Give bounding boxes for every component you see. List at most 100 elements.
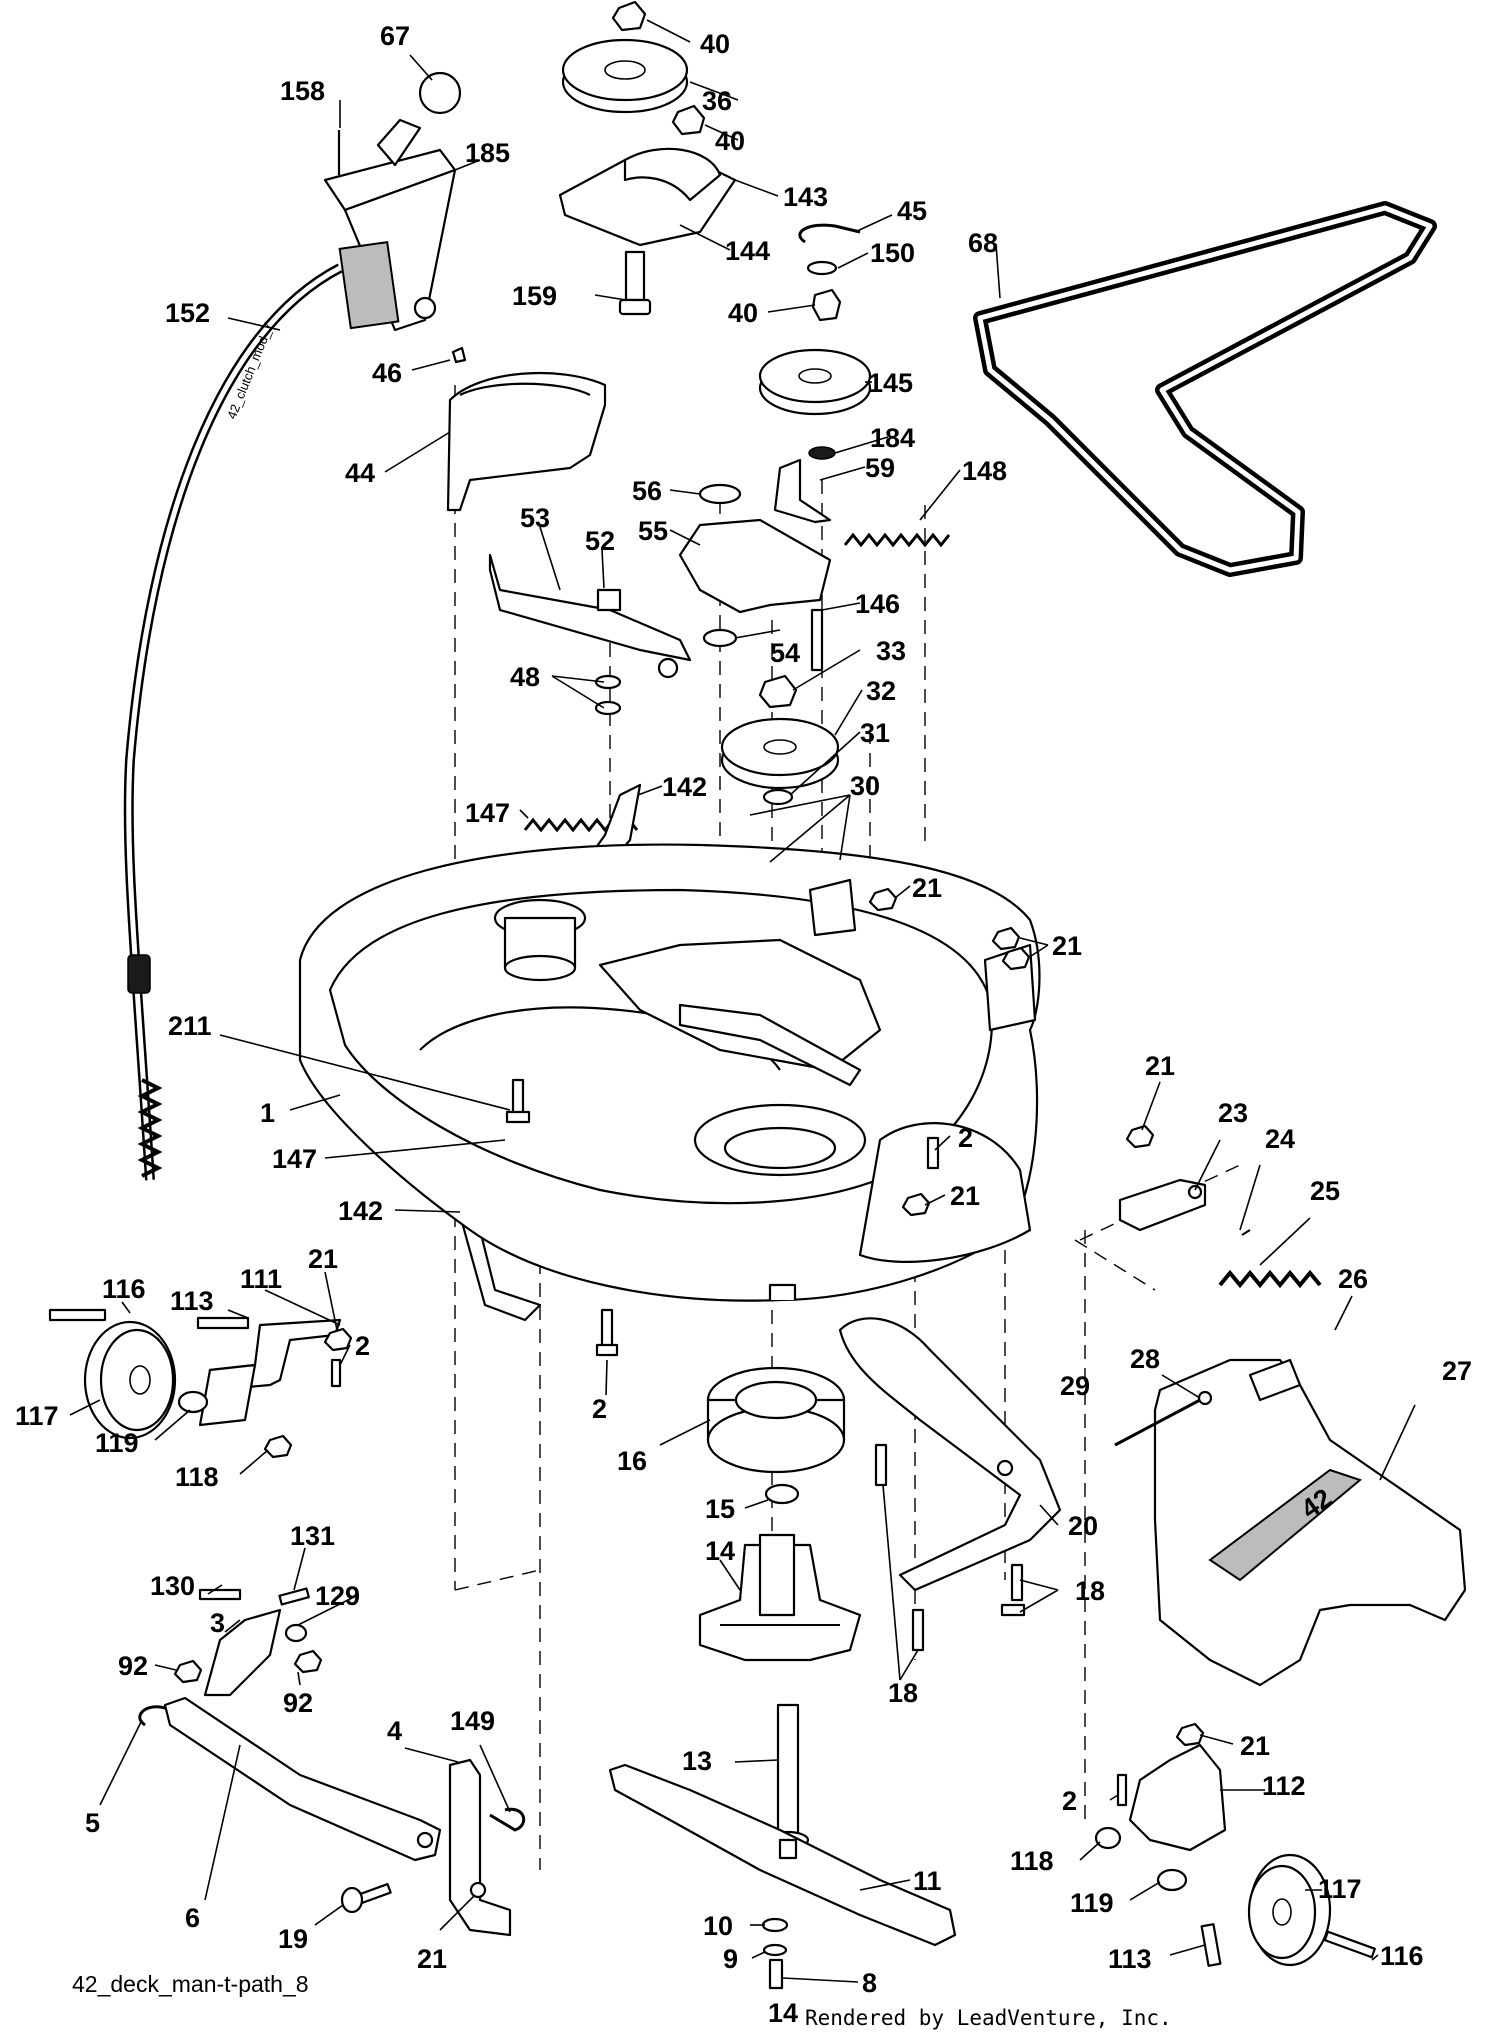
callout-28: 28 xyxy=(1130,1344,1160,1374)
callout-21-g: 21 xyxy=(1240,1731,1270,1761)
callout-labels: 67 158 185 152 40 36 40 143 144 159 45 1… xyxy=(15,21,1472,2028)
callout-113-right: 113 xyxy=(1108,1944,1152,1974)
chute-bracket xyxy=(1118,1178,1322,1289)
callout-53: 53 xyxy=(520,503,550,533)
callout-4: 4 xyxy=(387,1716,402,1746)
callout-143: 143 xyxy=(783,182,828,212)
callout-19: 19 xyxy=(278,1924,308,1954)
callout-36: 36 xyxy=(702,86,732,116)
callout-2-b: 2 xyxy=(355,1331,370,1361)
callout-184: 184 xyxy=(870,423,915,453)
callout-118-right: 118 xyxy=(1010,1846,1054,1876)
callout-5: 5 xyxy=(85,1808,100,1838)
callout-119-right: 119 xyxy=(1070,1888,1114,1918)
callout-10: 10 xyxy=(703,1911,733,1941)
callout-116-left: 116 xyxy=(102,1274,146,1304)
callout-31: 31 xyxy=(860,718,890,748)
callout-144: 144 xyxy=(725,236,770,266)
callout-113-left: 113 xyxy=(170,1286,214,1316)
belt-cover xyxy=(446,346,607,512)
callout-3: 3 xyxy=(210,1608,225,1638)
callout-11: 11 xyxy=(913,1866,942,1896)
callout-6: 6 xyxy=(185,1903,200,1933)
callout-30: 30 xyxy=(850,771,880,801)
callout-149: 149 xyxy=(450,1706,495,1736)
render-credit: Rendered by LeadVenture, Inc. xyxy=(805,2006,1172,2030)
callout-46: 46 xyxy=(372,358,402,388)
baffle-bolts xyxy=(874,1443,1026,1652)
callout-44: 44 xyxy=(345,458,375,488)
callout-40-mid: 40 xyxy=(715,126,745,156)
callout-15: 15 xyxy=(705,1494,735,1524)
spindle-pulley xyxy=(720,674,840,806)
callout-211: 211 xyxy=(168,1011,212,1041)
callout-118-left: 118 xyxy=(175,1462,219,1492)
callout-40-top: 40 xyxy=(700,29,730,59)
callout-2-c: 2 xyxy=(592,1394,607,1424)
callout-152: 152 xyxy=(165,298,210,328)
callout-24: 24 xyxy=(1265,1124,1295,1154)
idler-bracket xyxy=(678,458,951,672)
callout-159: 159 xyxy=(512,281,557,311)
callout-21-c: 21 xyxy=(1145,1051,1175,1081)
callout-2-a: 2 xyxy=(958,1123,973,1153)
blade-assembly xyxy=(608,1703,957,1990)
callout-9: 9 xyxy=(723,1944,738,1974)
right-gauge-wheel xyxy=(1094,1722,1376,1967)
deck-hardware xyxy=(505,887,1155,1357)
callout-147-bottom: 147 xyxy=(272,1144,317,1174)
callout-92-right: 92 xyxy=(283,1688,313,1718)
callout-14-bottom: 14 xyxy=(768,1998,798,2028)
callout-32: 32 xyxy=(866,676,896,706)
callout-119-left: 119 xyxy=(95,1428,139,1458)
callout-130: 130 xyxy=(150,1571,195,1601)
idler-arm xyxy=(488,553,692,716)
callout-2-d: 2 xyxy=(1062,1786,1077,1816)
callout-142-bottom: 142 xyxy=(338,1196,383,1226)
callout-129: 129 xyxy=(315,1581,360,1611)
callout-16: 16 xyxy=(617,1446,647,1476)
callout-23: 23 xyxy=(1218,1098,1248,1128)
callout-68: 68 xyxy=(968,228,998,258)
deck-hanger-bracket xyxy=(340,1758,526,1937)
callout-1: 1 xyxy=(260,1098,275,1128)
callout-56: 56 xyxy=(632,476,662,506)
height-adjust-bracket xyxy=(173,1587,323,1697)
callout-142-top: 142 xyxy=(662,772,707,802)
callout-21-d: 21 xyxy=(950,1181,980,1211)
callout-20: 20 xyxy=(1068,1511,1098,1541)
callout-29: 29 xyxy=(1060,1371,1090,1401)
callout-117-right: 117 xyxy=(1318,1874,1362,1904)
callout-21-e: 21 xyxy=(308,1244,338,1274)
callout-8: 8 xyxy=(862,1968,877,1998)
callout-21-f: 21 xyxy=(417,1944,447,1974)
callout-67: 67 xyxy=(380,21,410,51)
discharge-chute: 42 xyxy=(1114,1358,1467,1687)
callout-54: 54 xyxy=(770,638,800,668)
clutch-bracket xyxy=(323,71,462,332)
callout-48: 48 xyxy=(510,662,540,692)
callout-18-right: 18 xyxy=(1075,1576,1105,1606)
callout-185: 185 xyxy=(465,138,510,168)
callout-21-a: 21 xyxy=(912,873,942,903)
callout-59: 59 xyxy=(865,453,895,483)
callout-45: 45 xyxy=(897,196,927,226)
callout-27: 27 xyxy=(1442,1356,1472,1386)
mower-deck-housing xyxy=(298,843,1041,1302)
callout-26: 26 xyxy=(1338,1264,1368,1294)
callout-111: 111 xyxy=(240,1264,282,1294)
callout-25: 25 xyxy=(1310,1176,1340,1206)
callout-55: 55 xyxy=(638,516,668,546)
callout-145: 145 xyxy=(868,368,913,398)
callout-117-left: 117 xyxy=(15,1401,59,1431)
deck-baffle xyxy=(838,1317,1062,1592)
spindle-housing xyxy=(698,1366,862,1662)
callout-18-left: 18 xyxy=(888,1678,918,1708)
callout-92-left: 92 xyxy=(118,1651,148,1681)
callout-150: 150 xyxy=(870,238,915,268)
drive-belt xyxy=(973,201,1437,577)
callout-40-low: 40 xyxy=(728,298,758,328)
callout-116-right: 116 xyxy=(1380,1941,1424,1971)
left-gauge-wheel xyxy=(48,1308,353,1459)
